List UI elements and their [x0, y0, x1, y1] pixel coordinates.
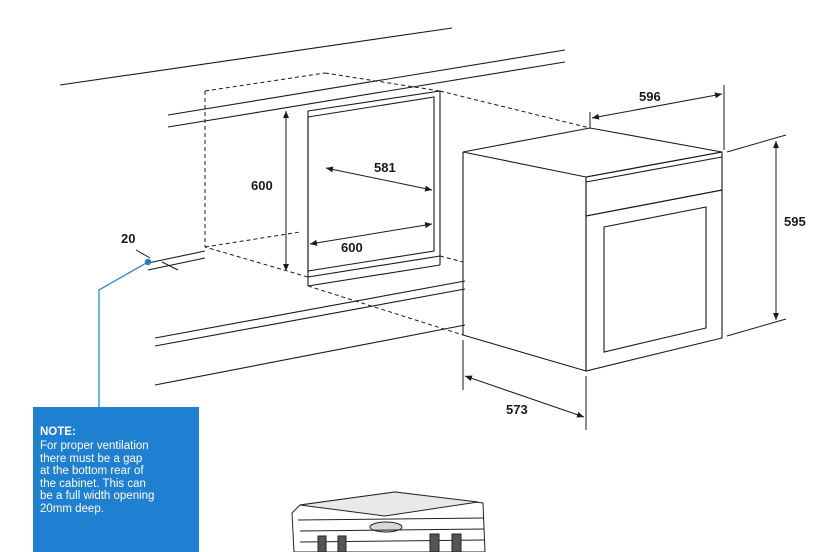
oven-body	[462, 127, 723, 372]
dim-oven-height: 595	[784, 214, 806, 229]
dim-cavity-height: 600	[251, 178, 273, 193]
note-text: For proper ventilation there must be a g…	[40, 440, 200, 516]
cavity-opening	[307, 90, 441, 287]
dim-cavity-depth: 581	[374, 160, 396, 175]
note-line: at the bottom rear of	[40, 465, 144, 478]
cabinet-cavity-dashed	[204, 72, 591, 336]
note-leader	[98, 261, 149, 407]
note-title: NOTE:	[40, 426, 76, 438]
note-line: the cabinet. This can	[40, 477, 146, 490]
note-line: For proper ventilation	[40, 440, 149, 452]
dim-oven-depth: 573	[506, 402, 528, 417]
leader-dot	[144, 258, 152, 266]
oven-thumbnail	[291, 491, 486, 552]
dim-gap: 20	[121, 231, 135, 246]
ventilation-note: NOTE: For proper ventilation there must …	[33, 407, 199, 552]
dim-cavity-width: 600	[341, 240, 363, 255]
note-line: there must be a gap	[40, 452, 143, 465]
dim-oven-width: 596	[639, 89, 661, 104]
cabinet-outline	[59, 27, 566, 386]
note-line: 20mm deep.	[40, 502, 104, 515]
note-line: be a full width opening	[40, 490, 155, 503]
dimension-lines	[135, 85, 787, 430]
